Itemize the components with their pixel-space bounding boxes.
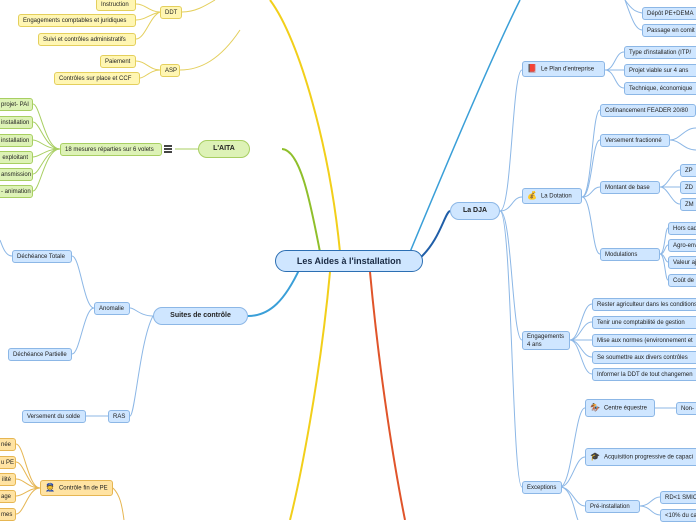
aita-item-animation[interactable]: - animation [0, 185, 33, 198]
engagement-item-normes[interactable]: Mise aux normes (environnement et [592, 334, 696, 347]
dotation-versement[interactable]: Versement fractionné [600, 134, 670, 147]
ddt-item-instruction[interactable]: Instruction [96, 0, 136, 11]
branch-bottom-left [289, 271, 331, 520]
exceptions-node[interactable]: Exceptions [522, 481, 562, 494]
engagement-item-controles[interactable]: Se soumettre aux divers contrôles [592, 351, 696, 364]
branch-suites [247, 267, 301, 317]
dotation-cofinancement[interactable]: Cofinancement FEADER 20/80 [600, 104, 696, 117]
asp-node[interactable]: ASP [160, 64, 180, 77]
plan-entreprise-label: Le Plan d'entreprise [540, 66, 595, 73]
centre-equestre-label: Centre équestre [603, 405, 647, 412]
dja-node[interactable]: La DJA [450, 202, 500, 220]
asp-item-controles[interactable]: Contrôles sur place et CCF [54, 72, 140, 85]
centre-equestre-node[interactable]: 🏇Centre équestre [585, 399, 655, 417]
dotation-node[interactable]: 💰La Dotation [522, 188, 582, 204]
dotation-montant[interactable]: Montant de base [600, 181, 660, 194]
modulation-hors-cadre[interactable]: Hors cad [668, 222, 696, 235]
money-bag-icon: 💰 [527, 191, 537, 200]
modulation-agro-env[interactable]: Agro-env [668, 239, 696, 252]
decheance-partielle-node[interactable]: Déchéance Partielle [8, 348, 72, 361]
aita-item-pai[interactable]: projet- PAI [0, 98, 33, 111]
dja-top-item-passage[interactable]: Passage en comit [642, 24, 696, 37]
modulation-valeur-ajoutee[interactable]: Valeur aj [668, 256, 696, 269]
branch-dja [419, 210, 451, 259]
montant-zd[interactable]: ZD [680, 181, 696, 194]
plan-item-type[interactable]: Type d'installation (ITP/ [624, 46, 696, 59]
pre-item-ca[interactable]: <10% du ca [660, 509, 696, 522]
controle-item-2[interactable]: u PE [0, 456, 16, 469]
engagement-item-rester[interactable]: Rester agriculteur dans les conditions [592, 298, 696, 311]
dotation-label: La Dotation [540, 193, 572, 200]
inspector-icon: 👮 [45, 483, 55, 492]
montant-zm[interactable]: ZM [680, 198, 696, 211]
central-topic[interactable]: Les Aides à l'installation [275, 250, 423, 272]
plan-entreprise-node[interactable]: 📕Le Plan d'entreprise [522, 61, 605, 77]
aita-mesures-node[interactable]: 18 mesures réparties sur 6 volets [60, 143, 162, 156]
ddt-item-suivi[interactable]: Suivi et contrôles administratifs [38, 33, 136, 46]
ras-node[interactable]: RAS [108, 410, 130, 423]
aita-item-installation-1[interactable]: installation [0, 116, 33, 129]
engagement-item-comptabilite[interactable]: Tenir une comptabilité de gestion [592, 316, 696, 329]
versement-solde-node[interactable]: Versement du solde [22, 410, 86, 423]
anomalie-node[interactable]: Anomalie [94, 302, 130, 315]
modulation-cout[interactable]: Coût de [668, 274, 696, 287]
ddt-node[interactable]: DDT [160, 6, 182, 19]
controle-fin-pe-label: Contrôle fin de PE [58, 485, 108, 492]
controle-item-4[interactable]: age [0, 490, 16, 503]
controle-item-3[interactable]: ilité [0, 473, 16, 486]
graduate-icon: 🎓 [590, 452, 600, 461]
engagement-item-informer[interactable]: Informer la DDT de tout changemen [592, 368, 696, 381]
dotation-modulations[interactable]: Modulations [600, 248, 660, 261]
plan-item-technique[interactable]: Technique, économique [624, 82, 696, 95]
acquisition-progressive-label: Acquisition progressive de capaci [603, 454, 694, 461]
acquisition-progressive-node[interactable]: 🎓Acquisition progressive de capaci [585, 448, 696, 466]
branch-aita [281, 148, 321, 253]
centre-equestre-child[interactable]: Non- [676, 402, 696, 415]
aita-node[interactable]: L'AITA [198, 140, 250, 158]
controle-fin-pe-node[interactable]: 👮Contrôle fin de PE [40, 480, 113, 496]
ddt-item-engagements[interactable]: Engagements comptables et juridiques [18, 14, 136, 27]
dja-top-item-depot[interactable]: Dépôt PE+DEMA [642, 7, 696, 20]
branch-top-right [409, 0, 521, 253]
suites-controle-node[interactable]: Suites de contrôle [153, 307, 248, 325]
book-icon: 📕 [527, 64, 537, 73]
aita-item-transmission[interactable]: ansmission [0, 168, 33, 181]
asp-item-paiement[interactable]: Paiement [100, 55, 136, 68]
branch-top-left [269, 0, 341, 253]
menu-lines-icon[interactable] [164, 144, 172, 154]
controle-item-5[interactable]: mes [0, 508, 16, 521]
aita-item-exploitant[interactable]: exploitant [0, 151, 33, 164]
engagements-node[interactable]: Engagements 4 ans [522, 331, 570, 350]
aita-item-installation-2[interactable]: installation [0, 134, 33, 147]
pre-installation-node[interactable]: Pré-installation [585, 500, 640, 513]
horse-rider-icon: 🏇 [590, 403, 600, 412]
plan-item-viable[interactable]: Projet viable sur 4 ans [624, 64, 696, 77]
montant-zp[interactable]: ZP [680, 164, 696, 177]
controle-item-1[interactable]: née [0, 438, 16, 451]
decheance-totale-node[interactable]: Déchéance Totale [12, 250, 72, 263]
branch-bottom [369, 271, 406, 520]
pre-item-rd-smic[interactable]: RD<1 SMIC [660, 491, 696, 504]
